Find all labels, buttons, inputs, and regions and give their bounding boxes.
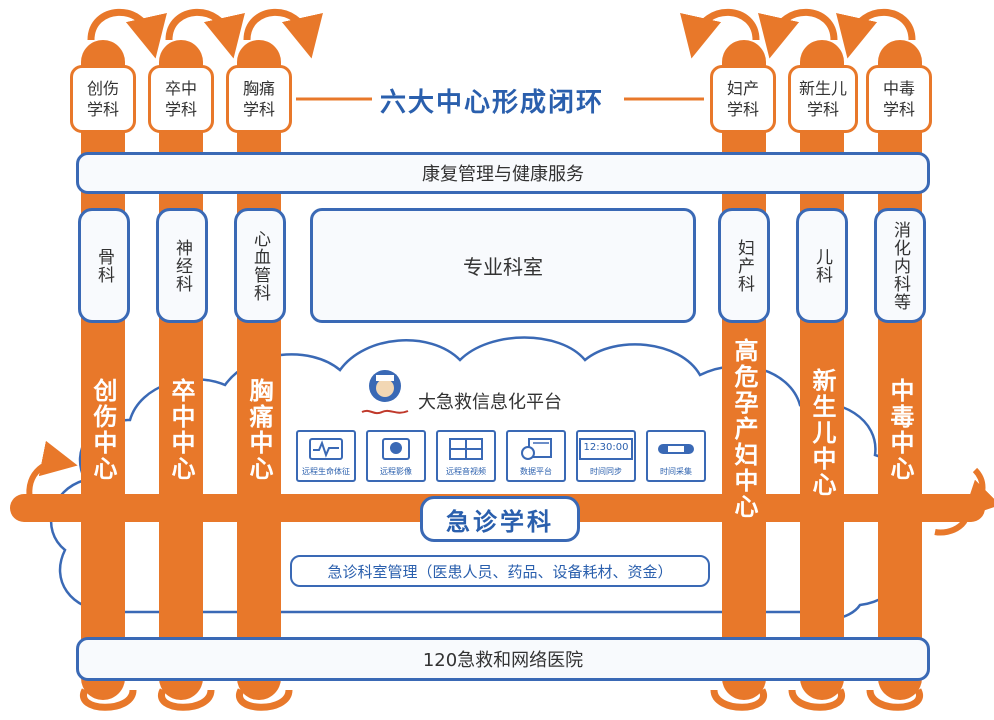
ribbon-chest-pain	[237, 40, 281, 700]
center-stroke: 卒中中心	[167, 378, 195, 482]
discipline-chest-pain: 胸痛 学科	[226, 65, 292, 133]
ribbon-top-arrow-poisoning	[836, 8, 916, 59]
ribbon-top-arrow-neonatal	[758, 8, 838, 59]
module-imaging: 远程影像	[366, 430, 426, 482]
ribbon-trauma	[81, 40, 125, 700]
dept-neurology: 神经科	[156, 208, 208, 323]
dept-cardiology: 心血管科	[234, 208, 286, 323]
rehab-health-bar: 康复管理与健康服务	[76, 152, 930, 194]
discipline-obstetrics: 妇产 学科	[710, 65, 776, 133]
dept-obstetrics: 妇产科	[718, 208, 770, 323]
center-trauma: 创伤中心	[89, 378, 117, 482]
ribbon-top-arrow-obstetrics	[680, 8, 760, 59]
discipline-neonatal: 新生儿 学科	[788, 65, 858, 133]
ribbon-top-arrow-stroke	[165, 8, 245, 59]
center-chest-pain: 胸痛中心	[245, 378, 273, 482]
module-label: 时间采集	[660, 467, 692, 476]
ribbon-bottom-curl-stroke	[158, 688, 215, 711]
specialty-departments: 专业科室	[310, 208, 696, 323]
page-title: 六大中心形成闭环	[380, 88, 605, 118]
video-icon	[449, 438, 483, 460]
ambulance-network-bar: 120急救和网络医院	[76, 637, 930, 681]
module-label: 远程影像	[380, 467, 412, 476]
center-poisoning: 中毒中心	[886, 378, 914, 482]
time-collect-icon	[658, 444, 694, 454]
ribbon-bottom-curl-neonatal	[788, 688, 845, 711]
discipline-trauma: 创伤 学科	[70, 65, 136, 133]
dept-pediatrics: 儿科	[796, 208, 848, 323]
module-label: 远程音视频	[446, 467, 486, 476]
ribbon-bottom-curl-obstetrics	[710, 688, 767, 711]
ribbon-bottom-curl-poisoning	[866, 688, 923, 711]
platform-title: 大急救信息化平台	[418, 392, 562, 413]
ribbon-obstetrics	[722, 40, 766, 700]
ribbon-top-arrow-trauma	[87, 8, 167, 59]
vital-signs-icon	[309, 438, 343, 460]
ribbon-poisoning	[878, 40, 922, 700]
module-label: 远程生命体征	[302, 467, 350, 476]
platform-logo-icon	[361, 370, 409, 415]
discipline-poisoning: 中毒 学科	[866, 65, 932, 133]
center-high-risk-maternal: 高危孕产妇中心	[730, 338, 758, 520]
clock-icon: 12:30:00	[578, 438, 634, 460]
ribbon-top-arrow-chest-pain	[243, 8, 323, 59]
ribbon-bottom-curl-trauma	[80, 688, 137, 711]
ribbon-neonatal	[800, 40, 844, 700]
module-video: 远程音视频	[436, 430, 496, 482]
module-time-sync: 12:30:00 时间同步	[576, 430, 636, 482]
ribbon-bottom-curl-chest-pain	[236, 688, 293, 711]
module-label: 数据平台	[520, 467, 552, 476]
discipline-stroke: 卒中 学科	[148, 65, 214, 133]
emergency-discipline: 急诊学科	[420, 496, 580, 542]
module-vital-signs: 远程生命体征	[296, 430, 356, 482]
emergency-management: 急诊科室管理（医患人员、药品、设备耗材、资金）	[290, 555, 710, 587]
module-label: 时间同步	[590, 467, 622, 476]
imaging-icon	[382, 438, 410, 460]
module-time-collect: 时间采集	[646, 430, 706, 482]
dept-gastro: 消化内科等	[874, 208, 926, 323]
ribbon-stroke	[159, 40, 203, 700]
center-neonatal: 新生儿中心	[808, 368, 836, 498]
data-platform-icon	[521, 438, 552, 460]
dept-orthopedics: 骨科	[78, 208, 130, 323]
module-data-platform: 数据平台	[506, 430, 566, 482]
